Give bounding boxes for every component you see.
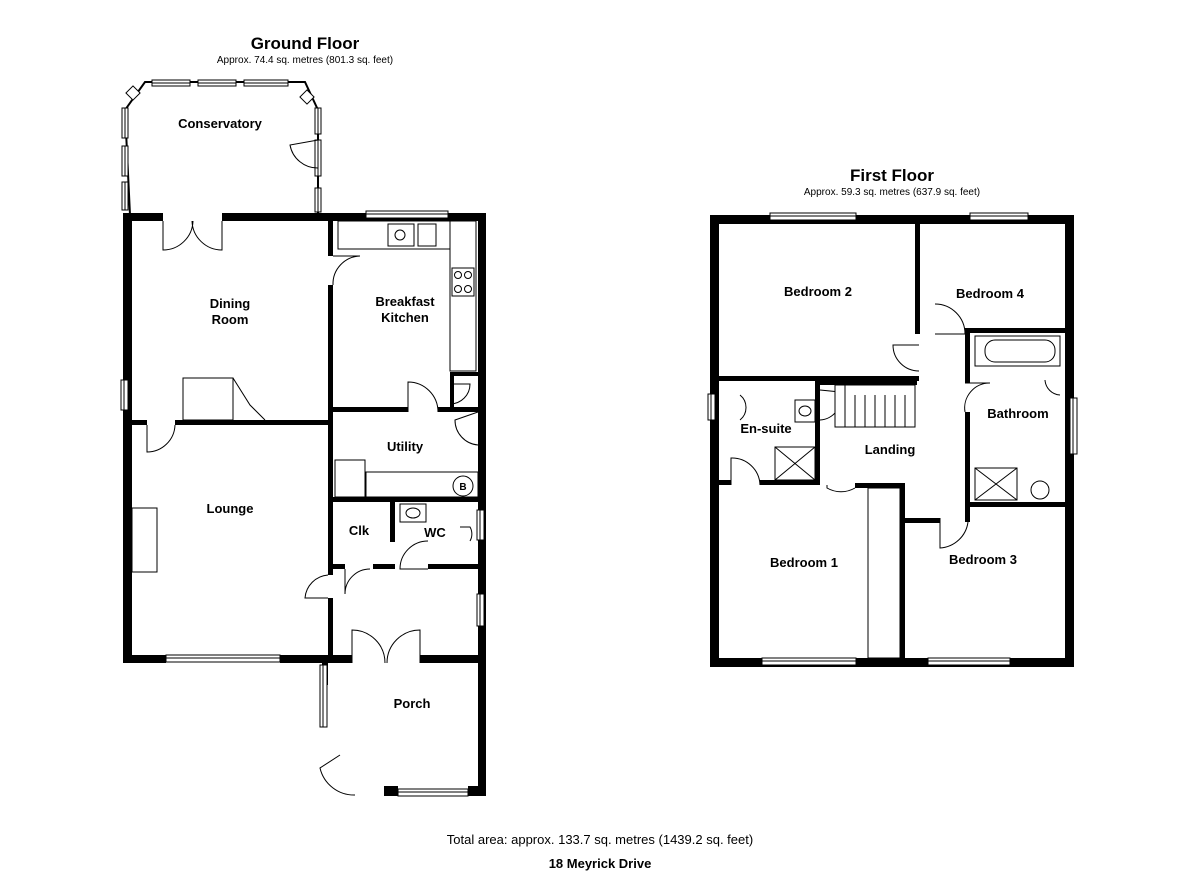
clk-label: Clk bbox=[349, 523, 370, 538]
utility-label: Utility bbox=[387, 439, 424, 454]
landing-label: Landing bbox=[865, 442, 916, 457]
conservatory-walls bbox=[123, 81, 319, 216]
conservatory-label: Conservatory bbox=[178, 116, 263, 131]
address: 18 Meyrick Drive bbox=[549, 856, 652, 871]
first-floor-title: First Floor bbox=[850, 166, 934, 185]
kitchen-label-line1: Breakfast bbox=[375, 294, 435, 309]
dining-room-label-line2: Room bbox=[212, 312, 249, 327]
first-floor-doors[interactable] bbox=[730, 303, 1061, 549]
ground-floor-doors[interactable] bbox=[146, 220, 479, 796]
dining-room-label-line1: Dining bbox=[210, 296, 250, 311]
first-floor-windows bbox=[707, 212, 1078, 666]
lounge-label: Lounge bbox=[207, 501, 254, 516]
bathroom-label: Bathroom bbox=[987, 406, 1048, 421]
conservatory-side-door[interactable] bbox=[289, 139, 319, 169]
ensuite-label: En-suite bbox=[740, 421, 791, 436]
conservatory-windows bbox=[121, 79, 322, 213]
first-floor-area: Approx. 59.3 sq. metres (637.9 sq. feet) bbox=[804, 187, 980, 198]
kitchen-label-line2: Kitchen bbox=[381, 310, 429, 325]
ground-floor-plan: Ground Floor Approx. 74.4 sq. metres (80… bbox=[120, 34, 486, 797]
bedroom2-label: Bedroom 2 bbox=[784, 284, 852, 299]
first-floor-plan: First Floor Approx. 59.3 sq. metres (637… bbox=[707, 166, 1078, 667]
bedroom1-label: Bedroom 1 bbox=[770, 555, 838, 570]
total-area: Total area: approx. 133.7 sq. metres (14… bbox=[447, 832, 753, 847]
wc-label: WC bbox=[424, 525, 446, 540]
first-floor-fixtures bbox=[774, 335, 1061, 659]
bedroom4-label: Bedroom 4 bbox=[956, 286, 1025, 301]
porch-label: Porch bbox=[394, 696, 431, 711]
ground-floor-fixtures bbox=[131, 220, 479, 573]
ground-floor-windows bbox=[120, 210, 485, 797]
ground-floor-area: Approx. 74.4 sq. metres (801.3 sq. feet) bbox=[217, 55, 393, 66]
ground-floor-title: Ground Floor bbox=[251, 34, 360, 53]
boiler-label: B bbox=[459, 482, 466, 493]
bedroom3-label: Bedroom 3 bbox=[949, 552, 1017, 567]
